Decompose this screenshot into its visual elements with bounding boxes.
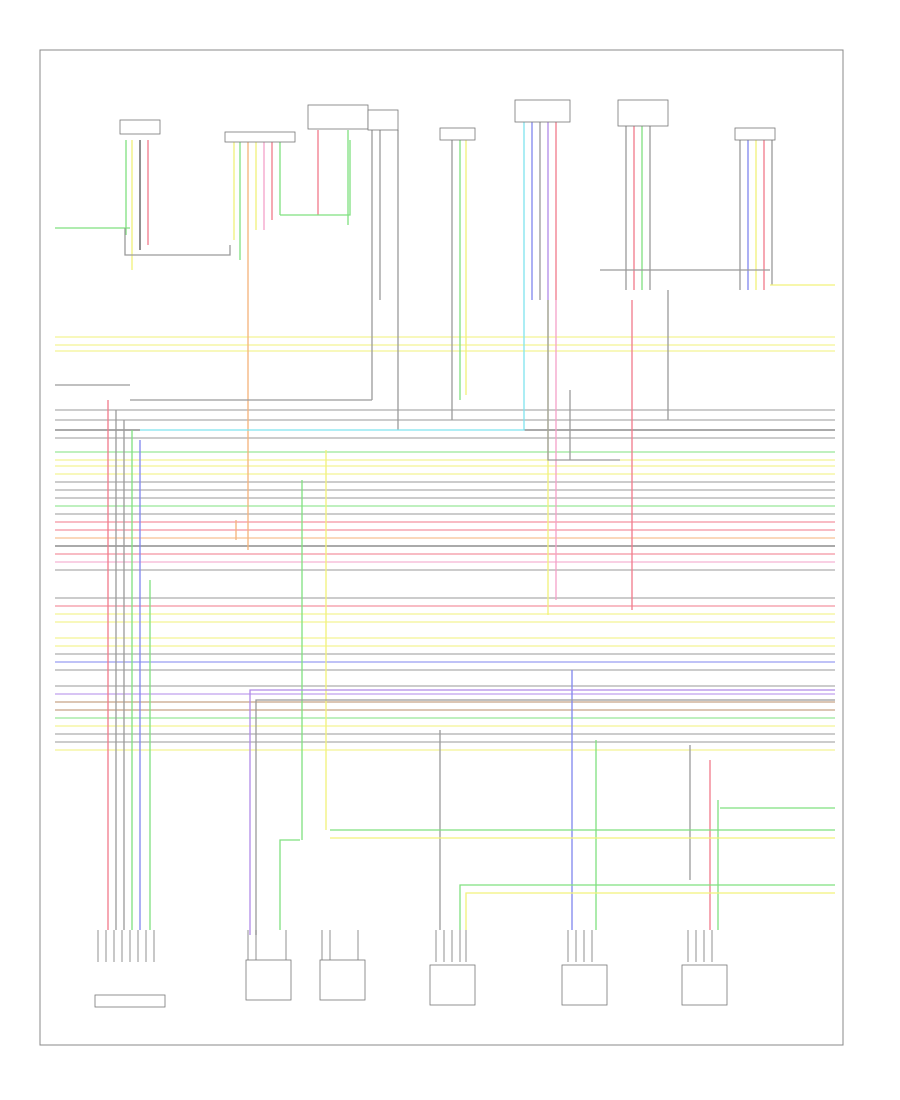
route-a [124,228,231,256]
route-d [140,300,525,431]
route-o [249,689,835,935]
component-b5 [561,964,608,1006]
component-b6 [681,964,728,1006]
route-n [255,699,835,935]
component-b2 [245,959,292,1001]
connector-c2 [224,131,296,143]
connector-c6 [514,99,571,123]
connector-c8 [734,127,776,141]
connector-b1 [94,994,166,1008]
route-g [547,300,620,461]
component-layer [94,99,776,1008]
route-l [459,884,835,930]
connector-c7 [617,99,669,127]
route-m [465,892,835,930]
connector-c3 [307,104,369,130]
diagram-border [39,49,844,1046]
component-b3 [319,959,366,1001]
connector-c1 [119,119,161,135]
route-b [280,140,351,216]
route-h [279,839,300,930]
wire-layer [55,120,835,962]
connector-c4 [367,109,399,131]
component-b4 [429,964,476,1006]
connector-c5 [439,127,476,141]
